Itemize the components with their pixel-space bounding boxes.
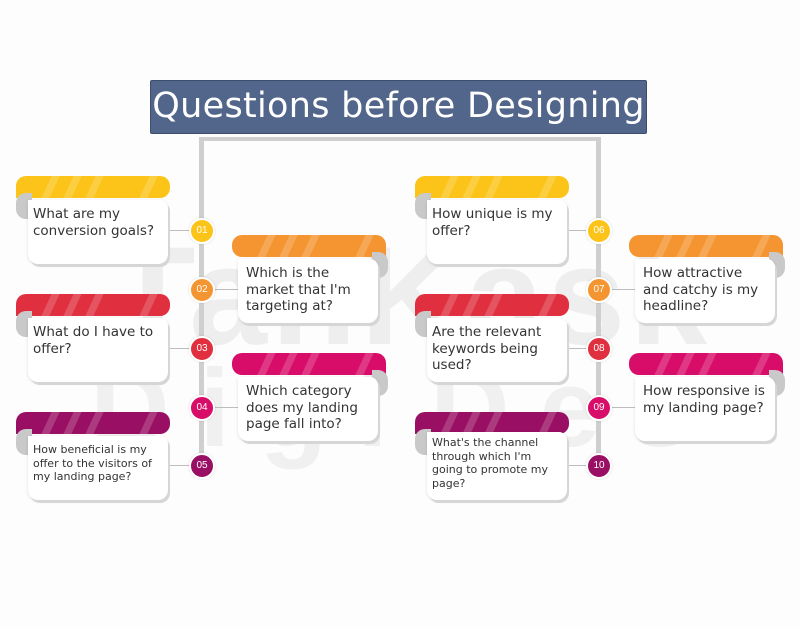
question-card-08: Are the relevant keywords being used?	[415, 294, 571, 384]
step-badge-09: 09	[586, 395, 612, 421]
left-timeline-line	[199, 137, 204, 472]
card-tab	[16, 294, 170, 316]
question-text: Which category does my landing page fall…	[246, 383, 358, 432]
question-card-04: Which category does my landing page fall…	[232, 353, 388, 443]
question-text: What are my conversion goals?	[33, 206, 155, 239]
question-text: How attractive and catchy is my headline…	[643, 265, 759, 314]
card-tab	[16, 412, 170, 434]
right-timeline-line	[596, 137, 601, 472]
card-tab	[232, 235, 386, 257]
question-card-07: How attractive and catchy is my headline…	[629, 235, 785, 325]
card-tab	[415, 294, 569, 316]
question-card-05: How beneficial is my offer to the visito…	[16, 412, 172, 502]
question-text: What's the channel through which I'm goi…	[432, 436, 548, 490]
card-tab	[629, 353, 783, 375]
top-connector-line	[199, 137, 601, 141]
question-card-03: What do I have to offer?	[16, 294, 172, 384]
question-card-01: What are my conversion goals?	[16, 176, 172, 266]
question-text: How responsive is my landing page?	[643, 383, 765, 416]
question-card-02: Which is the market that I'm targeting a…	[232, 235, 388, 325]
question-text: How unique is my offer?	[432, 206, 553, 239]
card-tab	[232, 353, 386, 375]
card-tab	[16, 176, 170, 198]
step-badge-05: 05	[189, 453, 215, 479]
step-badge-10: 10	[586, 453, 612, 479]
question-text: Are the relevant keywords being used?	[432, 324, 542, 373]
question-text: How beneficial is my offer to the visito…	[33, 443, 152, 483]
card-tab	[415, 176, 569, 198]
step-badge-07: 07	[586, 277, 612, 303]
step-badge-02: 02	[189, 277, 215, 303]
question-card-10: What's the channel through which I'm goi…	[415, 412, 571, 502]
question-text: What do I have to offer?	[33, 324, 154, 357]
card-tab	[415, 412, 569, 434]
step-badge-03: 03	[189, 336, 215, 362]
question-text: Which is the market that I'm targeting a…	[246, 265, 351, 314]
card-tab	[629, 235, 783, 257]
question-card-09: How responsive is my landing page?	[629, 353, 785, 443]
question-card-06: How unique is my offer?	[415, 176, 571, 266]
page-title: Questions before Designing	[150, 80, 647, 134]
step-badge-04: 04	[189, 395, 215, 421]
step-badge-08: 08	[586, 336, 612, 362]
step-badge-01: 01	[189, 218, 215, 244]
step-badge-06: 06	[586, 218, 612, 244]
